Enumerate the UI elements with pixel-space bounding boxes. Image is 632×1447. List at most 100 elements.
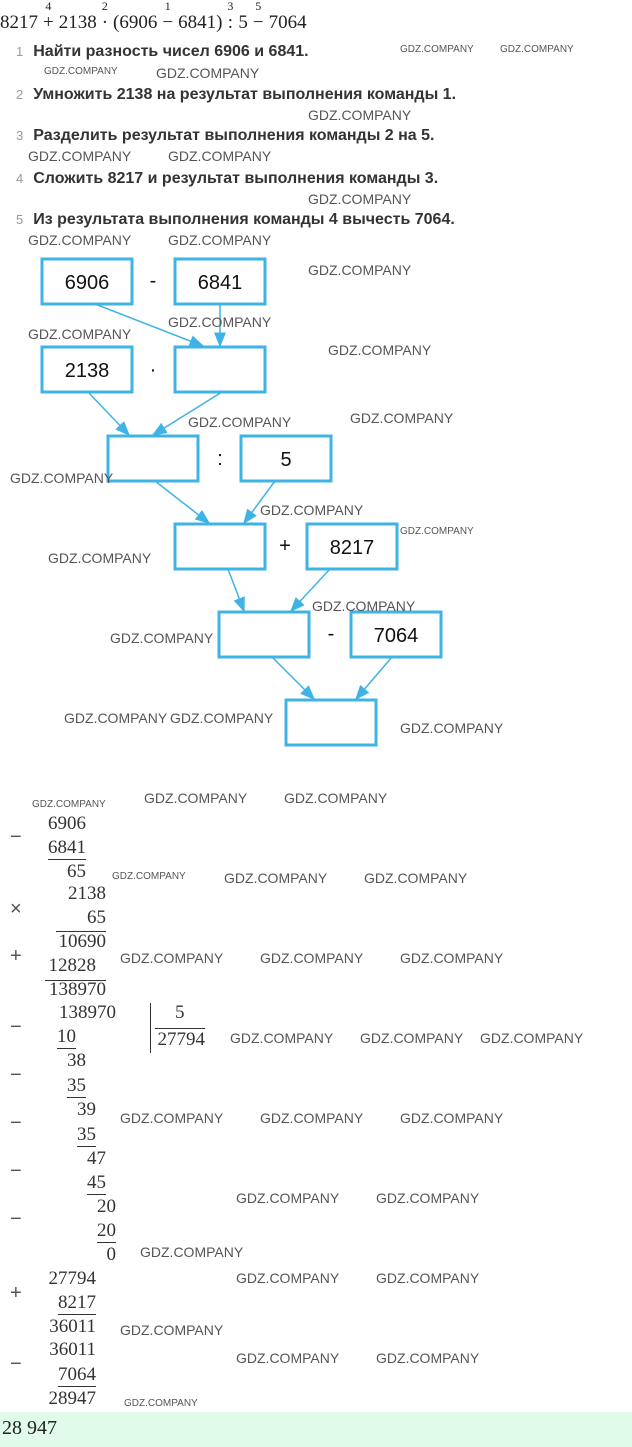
watermark: GDZ.COMPANY	[400, 44, 474, 55]
division-step: 39	[77, 1099, 96, 1120]
watermark: GDZ.COMPANY	[44, 66, 118, 77]
watermark: GDZ.COMPANY	[376, 1270, 480, 1286]
arrow	[151, 391, 223, 436]
watermark: GDZ.COMPANY	[64, 710, 168, 726]
arrow	[87, 391, 131, 437]
box-7064	[349, 610, 443, 659]
order-mark: 2	[101, 0, 108, 13]
step-number: 3	[16, 128, 24, 143]
expr-op: −	[252, 12, 264, 33]
expr-op-group: 1−	[162, 0, 173, 34]
minus-sign: −	[10, 1160, 22, 1182]
step-text: Умножить 2138 на результат выполнения ко…	[33, 86, 457, 103]
answer-bar: 28 947	[0, 1412, 632, 1447]
watermark: GDZ.COMPANY	[120, 950, 224, 966]
expr-op: ·	[101, 12, 109, 33]
division-step: 20	[97, 1220, 116, 1243]
expr-term: 5	[238, 12, 248, 33]
expr-term: 2138	[58, 12, 97, 33]
watermark: GDZ.COMPANY	[168, 148, 272, 164]
addend: 8217	[58, 1292, 96, 1315]
box-value: 2138	[65, 360, 110, 382]
step-text: Сложить 8217 и результат выполнения кома…	[33, 170, 439, 187]
watermark: GDZ.COMPANY	[350, 410, 454, 426]
expr-term: 6841)	[178, 12, 223, 33]
step-text: Найти разность чисел 6906 и 6841.	[33, 43, 309, 60]
box-5	[239, 434, 333, 483]
expr-op-group: 5−	[253, 0, 264, 34]
dividend: 138970	[59, 1002, 116, 1023]
division-bar	[150, 1003, 151, 1053]
minus-sign: −	[10, 1016, 22, 1038]
watermark: GDZ.COMPANY	[308, 191, 412, 207]
box-6906	[40, 257, 134, 306]
watermark: GDZ.COMPANY	[376, 1190, 480, 1206]
op-divide: :	[217, 448, 223, 470]
rule	[45, 980, 106, 981]
box-6841	[173, 257, 267, 306]
arrow	[154, 480, 211, 524]
box-value: 5	[280, 449, 291, 471]
op-minus: -	[328, 623, 335, 645]
watermark: GDZ.COMPANY	[480, 1030, 584, 1046]
division-step: 47	[87, 1148, 106, 1169]
arrow	[243, 480, 276, 525]
watermark: GDZ.COMPANY	[308, 107, 412, 123]
plus-sign: +	[10, 945, 22, 967]
step-text: Из результата выполнения команды 4 вычес…	[33, 211, 455, 228]
step-3: 3 Разделить результат выполнения команды …	[16, 127, 435, 145]
division-step: 20	[97, 1196, 116, 1217]
partial-product: 10690	[58, 931, 107, 952]
box-empty	[217, 610, 311, 659]
multiplier: 65	[87, 907, 106, 928]
watermark: GDZ.COMPANY	[140, 1244, 244, 1260]
step-text: Разделить результат выполнения команды 2…	[33, 127, 435, 144]
divisor: 5	[175, 1002, 185, 1023]
watermark: GDZ.COMPANY	[364, 870, 468, 886]
box-value: 7064	[374, 625, 419, 647]
difference: 65	[67, 861, 86, 882]
order-mark: 3	[227, 0, 234, 13]
box-value: 6906	[65, 272, 110, 294]
arrow	[271, 656, 316, 701]
partial-product: 12828	[48, 955, 97, 976]
step-number: 1	[16, 44, 24, 59]
minus-sign: −	[10, 1353, 22, 1375]
watermark: GDZ.COMPANY	[260, 502, 364, 518]
watermark: GDZ.COMPANY	[328, 342, 432, 358]
product: 138970	[49, 979, 106, 1000]
expression: 8217 4+ 2138 2· (6906 1− 6841) 3: 5 5− 7…	[0, 0, 307, 34]
watermark: GDZ.COMPANY	[400, 1110, 504, 1126]
op-plus: +	[279, 535, 291, 557]
difference: 28947	[48, 1388, 97, 1409]
arrow	[355, 656, 393, 701]
watermark: GDZ.COMPANY	[260, 1110, 364, 1126]
arrows	[87, 303, 393, 701]
watermark: GDZ.COMPANY	[376, 1350, 480, 1366]
watermark: GDZ.COMPANY	[144, 790, 248, 806]
order-mark: 1	[164, 0, 171, 13]
subtrahend: 6841	[48, 837, 86, 860]
watermark: GDZ.COMPANY	[188, 414, 292, 430]
step-number: 4	[16, 171, 24, 186]
expr-term: (6906	[113, 12, 158, 33]
flow-diagram: 6906 6841 2138 5 8217 7064 - · : + -	[40, 257, 443, 747]
division-step: 38	[67, 1050, 86, 1071]
minus-sign: −	[10, 1208, 22, 1230]
watermark: GDZ.COMPANY	[400, 720, 504, 736]
minuend: 36011	[49, 1339, 96, 1360]
watermark: GDZ.COMPANY	[112, 871, 186, 882]
minus-sign: −	[10, 1112, 22, 1134]
division-step: 35	[77, 1124, 96, 1147]
quotient: 27794	[157, 1029, 206, 1050]
watermark: GDZ.COMPANY	[360, 1030, 464, 1046]
expr-term: 8217	[0, 12, 38, 33]
minus-sign: −	[10, 826, 22, 848]
box-8217	[305, 522, 399, 571]
rule	[155, 1028, 205, 1029]
watermark: GDZ.COMPANY	[260, 950, 364, 966]
watermark: GDZ.COMPANY	[230, 1030, 334, 1046]
arrow	[289, 568, 331, 613]
